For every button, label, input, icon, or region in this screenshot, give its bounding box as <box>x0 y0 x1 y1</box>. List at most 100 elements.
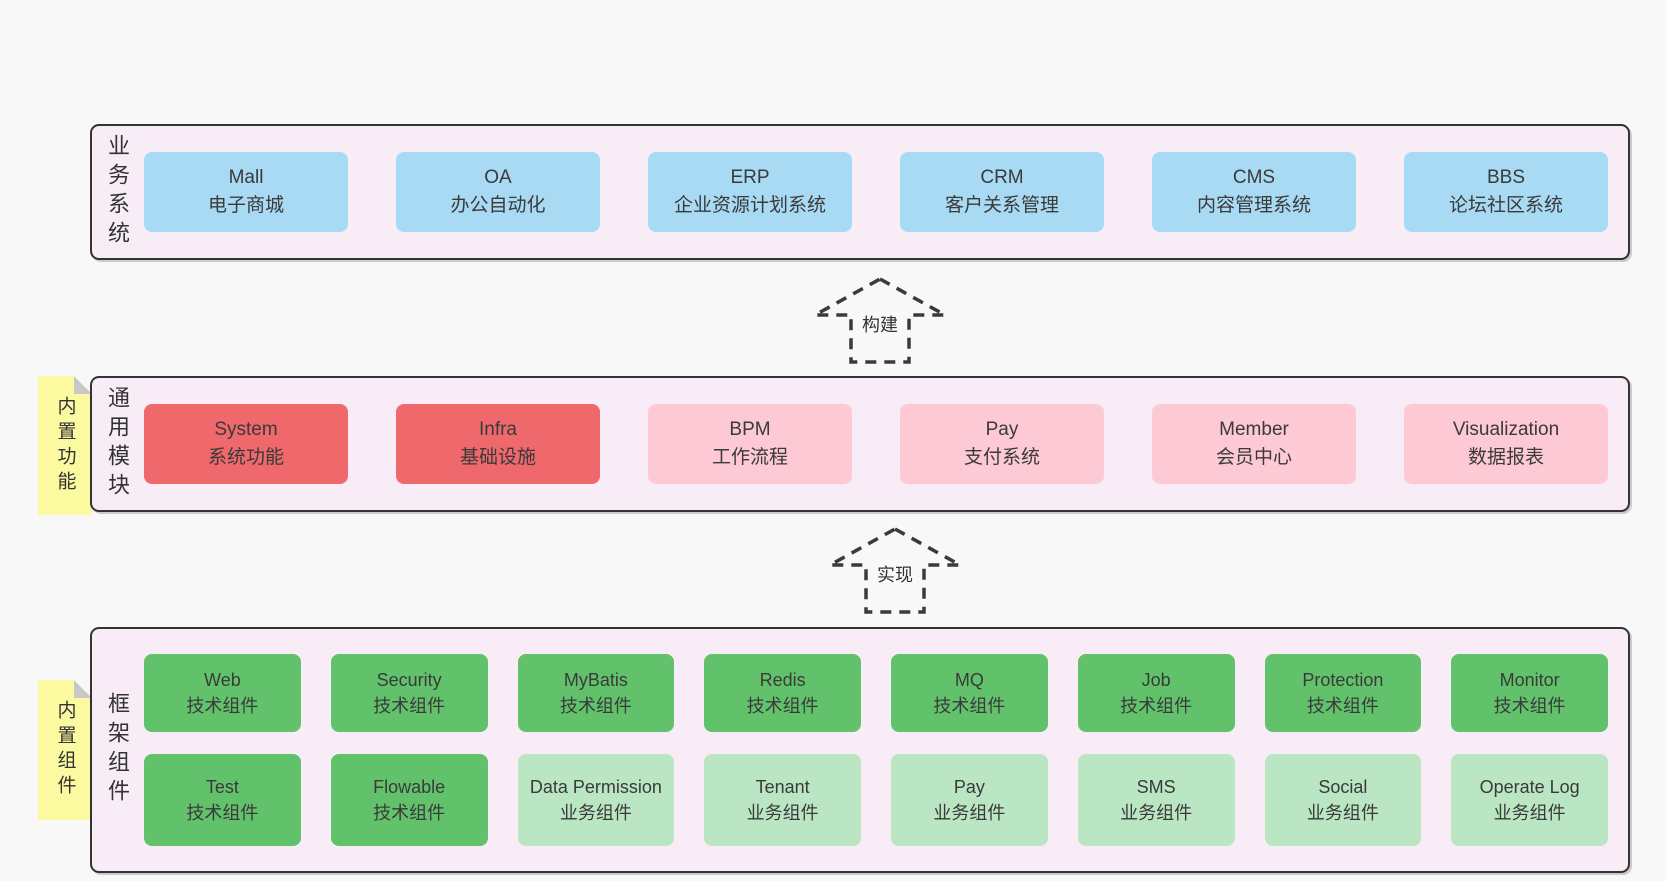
box-subtitle: 业务组件 <box>1120 803 1193 823</box>
box-subtitle: 技术组件 <box>1306 696 1379 716</box>
box-data-permission: Data Permission 业务组件 <box>517 754 675 846</box>
box-title: MQ <box>954 669 984 690</box>
box-visualization: Visualization 数据报表 <box>1404 404 1608 484</box>
box-title: Test <box>205 776 239 797</box>
dashed-up-arrow-icon <box>812 276 948 364</box>
folded-corner-icon <box>74 376 92 394</box>
box-pay: Pay 支付系统 <box>900 404 1104 484</box>
box-title: CRM <box>980 166 1024 188</box>
box-title: Infra <box>478 418 518 440</box>
sticky-label: 内置组件 <box>54 700 76 800</box>
box-title: Member <box>1219 418 1289 440</box>
box-subtitle: 会员中心 <box>1215 447 1292 468</box>
box-crm: CRM 客户关系管理 <box>900 152 1104 232</box>
box-subtitle: 企业资源计划系统 <box>673 195 826 216</box>
box-bpm: BPM 工作流程 <box>648 404 852 484</box>
box-subtitle: 业务组件 <box>1493 803 1566 823</box>
box-subtitle: 技术组件 <box>933 696 1006 716</box>
box-flowable: Flowable 技术组件 <box>330 754 488 846</box>
box-subtitle: 技术组件 <box>746 696 819 716</box>
box-title: Security <box>376 669 442 690</box>
section-label-business-systems: 业务系统 <box>105 134 130 250</box>
dashed-up-arrow-icon <box>827 526 963 614</box>
box-operate-log: Operate Log 业务组件 <box>1451 754 1608 846</box>
box-infra: Infra 基础设施 <box>396 404 600 484</box>
box-security: Security 技术组件 <box>330 654 488 732</box>
box-title: Operate Log <box>1479 776 1580 797</box>
box-member: Member 会员中心 <box>1152 404 1356 484</box>
box-mq: MQ 技术组件 <box>891 654 1048 732</box>
box-subtitle: 电子商城 <box>207 195 284 216</box>
box-protection: Protection 技术组件 <box>1264 654 1422 732</box>
box-subtitle: 技术组件 <box>373 696 446 716</box>
box-mybatis: MyBatis 技术组件 <box>517 654 675 732</box>
box-subtitle: 业务组件 <box>559 803 632 823</box>
box-subtitle: 系统功能 <box>207 447 284 468</box>
box-title: SMS <box>1136 776 1176 797</box>
folded-corner-icon <box>74 680 92 698</box>
sticky-note-builtin-features: 内置功能 <box>38 376 92 515</box>
box-title: Redis <box>759 669 806 690</box>
box-subtitle: 数据报表 <box>1467 447 1544 468</box>
box-title: ERP <box>730 166 770 188</box>
box-subtitle: 技术组件 <box>1120 696 1193 716</box>
box-social: Social 业务组件 <box>1264 754 1422 846</box>
box-title: Monitor <box>1499 669 1560 690</box>
implement-arrow: 实现 <box>827 526 963 616</box>
box-title: Pay <box>953 776 985 797</box>
box-title: BPM <box>729 418 771 440</box>
box-subtitle: 基础设施 <box>459 447 536 468</box>
box-mall: Mall 电子商城 <box>144 152 348 232</box>
box-cms: CMS 内容管理系统 <box>1152 152 1356 232</box>
box-title: Flowable <box>373 776 446 797</box>
box-title: Pay <box>985 418 1019 440</box>
box-title: MyBatis <box>563 669 628 690</box>
section-label-framework-components: 框架组件 <box>105 692 130 808</box>
box-title: CMS <box>1232 166 1276 188</box>
box-title: Web <box>204 669 241 690</box>
box-title: Protection <box>1302 669 1384 690</box>
sticky-label: 内置功能 <box>54 395 76 496</box>
box-title: Job <box>1141 669 1171 690</box>
box-subtitle: 内容管理系统 <box>1196 195 1311 216</box>
box-subtitle: 支付系统 <box>963 447 1040 468</box>
sticky-note-builtin-components: 内置组件 <box>38 680 92 820</box>
box-subtitle: 工作流程 <box>711 447 788 468</box>
build-arrow-label: 构建 <box>859 310 901 338</box>
box-subtitle: 技术组件 <box>559 696 632 716</box>
box-title: BBS <box>1486 166 1526 188</box>
box-title: Tenant <box>755 776 810 797</box>
implement-arrow-label: 实现 <box>874 560 916 588</box>
box-subtitle: 客户关系管理 <box>944 195 1059 216</box>
box-subtitle: 论坛社区系统 <box>1448 195 1563 216</box>
box-subtitle: 业务组件 <box>1306 803 1379 823</box>
box-title: Visualization <box>1452 418 1560 440</box>
box-redis: Redis 技术组件 <box>704 654 861 732</box>
box-title: Social <box>1318 776 1368 797</box>
build-arrow: 构建 <box>812 276 948 366</box>
box-monitor: Monitor 技术组件 <box>1451 654 1608 732</box>
box-bbs: BBS 论坛社区系统 <box>1404 152 1608 232</box>
box-job: Job 技术组件 <box>1077 654 1235 732</box>
box-subtitle: 技术组件 <box>1493 696 1566 716</box>
box-subtitle: 技术组件 <box>373 803 446 823</box>
box-title: Data Permission <box>529 776 662 797</box>
box-title: Mall <box>228 166 264 188</box>
box-title: OA <box>484 166 512 188</box>
